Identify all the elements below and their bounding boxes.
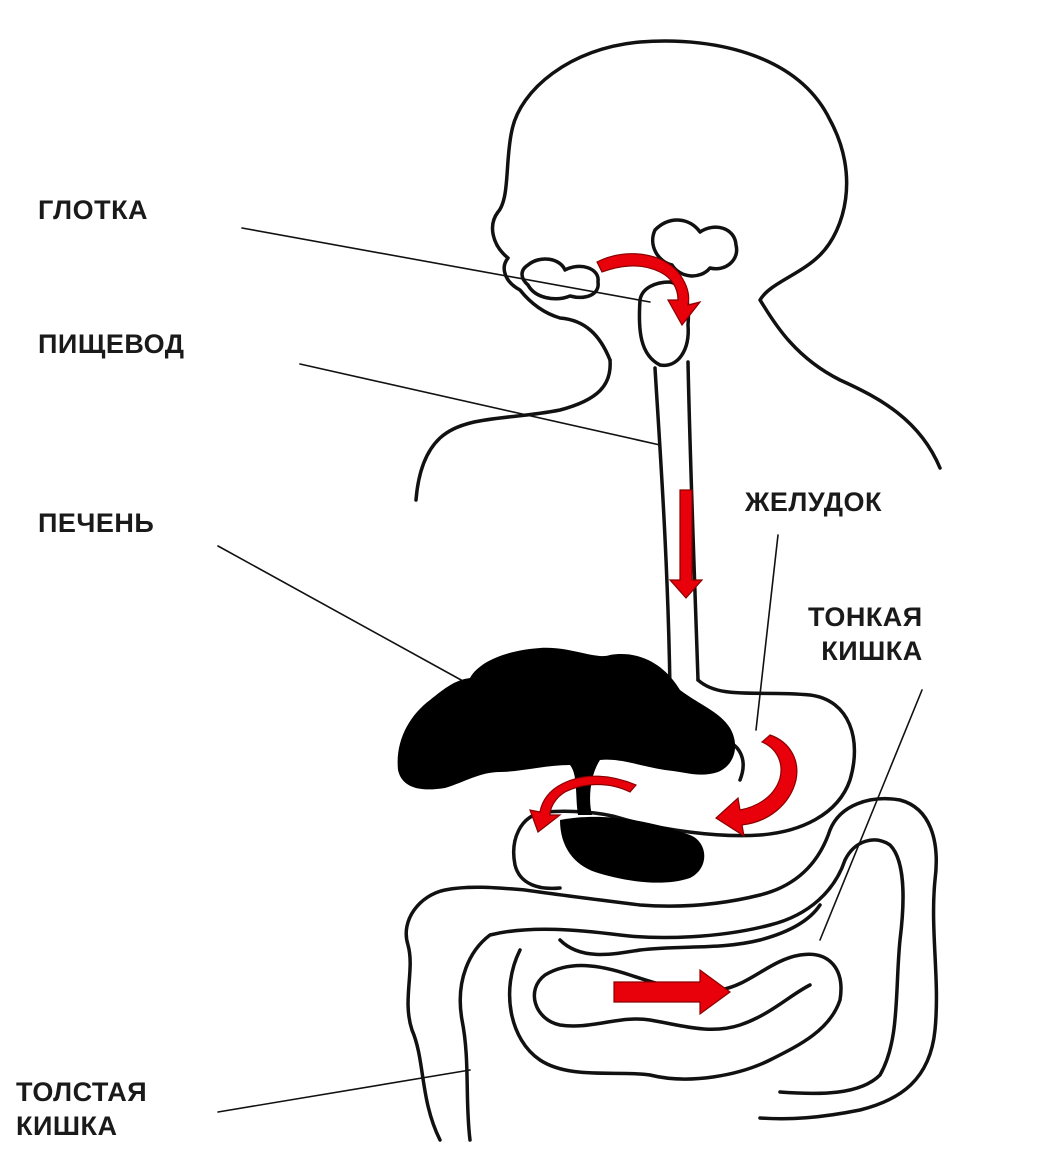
label-stomach: ЖЕЛУДОК: [745, 485, 882, 519]
label-pharynx-text: ГЛОТКА: [38, 193, 148, 227]
salivary-gland-lower: [522, 259, 598, 299]
pancreas-shape: [560, 817, 704, 883]
stomach-leader-line: [756, 535, 778, 730]
liver-leader-line: [218, 546, 472, 686]
large-intestine-leader-line: [218, 1070, 470, 1112]
arrow-esophagus-down: [670, 490, 702, 598]
small-intestine-coil: [510, 950, 841, 1079]
label-esophagus: ПИЩЕВОД: [38, 327, 185, 361]
label-large-intestine-line1: ТОЛСТАЯ: [16, 1075, 147, 1109]
esophagus-outline: [655, 368, 670, 690]
esophagus-leader-line: [300, 364, 660, 445]
left-shoulder-outline: [416, 360, 610, 500]
label-esophagus-text: ПИЩЕВОД: [38, 327, 185, 361]
label-small-intestine: ТОНКАЯ КИШКА: [808, 600, 923, 668]
label-pharynx: ГЛОТКА: [38, 193, 148, 227]
label-large-intestine: ТОЛСТАЯ КИШКА: [16, 1075, 147, 1143]
label-small-intestine-line1: ТОНКАЯ: [808, 600, 923, 634]
label-stomach-text: ЖЕЛУДОК: [745, 485, 882, 519]
label-large-intestine-line2: КИШКА: [16, 1109, 147, 1143]
label-small-intestine-line2: КИШКА: [808, 634, 923, 668]
label-liver: ПЕЧЕНЬ: [38, 506, 154, 540]
small-intestine-leader-line: [820, 690, 922, 940]
label-liver-text: ПЕЧЕНЬ: [38, 506, 154, 540]
head-outline: [493, 41, 940, 468]
small-intestine-coil-2: [560, 905, 820, 954]
pharynx-leader-line: [242, 228, 650, 302]
